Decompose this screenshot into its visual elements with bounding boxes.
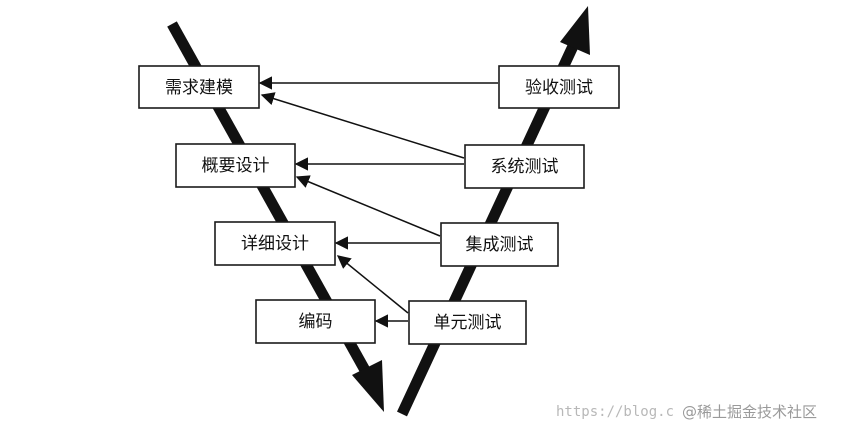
- stage-label: 验收测试: [525, 78, 593, 98]
- stage-detailed-design: 详细设计: [214, 221, 336, 266]
- stage-coding: 编码: [255, 299, 376, 344]
- stage-label: 集成测试: [466, 235, 534, 255]
- stage-integration-testing: 集成测试: [440, 222, 559, 267]
- connector-integration-to-outline: [295, 175, 441, 237]
- stage-label: 需求建模: [165, 78, 233, 98]
- stage-acceptance-testing: 验收测试: [498, 65, 620, 109]
- connector-system-to-requirements: [260, 92, 465, 159]
- connector-unit-to-detailed: [336, 255, 409, 314]
- stage-unit-testing: 单元测试: [408, 300, 527, 345]
- watermark: https://blog.c @稀土掘金技术社区: [556, 403, 817, 421]
- connector-arrows: [258, 76, 498, 328]
- stage-label: 详细设计: [241, 234, 309, 254]
- ascending-arrow-head: [560, 6, 590, 55]
- stage-system-testing: 系统测试: [464, 144, 585, 189]
- stage-label: 系统测试: [491, 157, 559, 177]
- stage-label: 单元测试: [434, 313, 502, 333]
- stage-label: 编码: [299, 312, 333, 332]
- stage-requirements-modeling: 需求建模: [138, 65, 260, 109]
- stage-outline-design: 概要设计: [175, 143, 296, 188]
- watermark-url: https://blog.c: [556, 404, 674, 420]
- descending-arrow-head: [352, 360, 384, 412]
- watermark-site: @稀土掘金技术社区: [682, 403, 817, 421]
- stage-label: 概要设计: [202, 156, 270, 176]
